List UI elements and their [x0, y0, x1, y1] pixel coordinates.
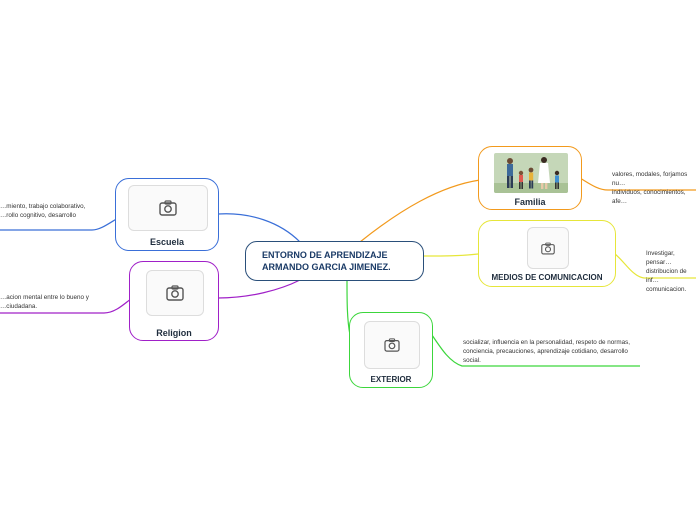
central-topic-title: ENTORNO DE APRENDIZAJE ARMANDO GARCIA JI… [262, 250, 391, 272]
topic-medios-de-comunicacion[interactable]: MEDIOS DE COMUNICACION [478, 220, 616, 287]
exterior-image-placeholder [364, 321, 420, 369]
link-medios-note [614, 253, 696, 279]
topic-escuela[interactable]: Escuela [115, 178, 219, 251]
link-escuela [217, 213, 301, 243]
religion-note: …acion mental entre lo bueno y …ciudadan… [0, 294, 89, 310]
escuela-note: …miento, trabajo colaborativo, …rollo co… [0, 203, 86, 219]
link-exterior-note [431, 334, 640, 367]
topic-familia[interactable]: Familia [478, 146, 582, 210]
link-medios [423, 253, 479, 257]
exterior-note: socializar, influencia en la personalida… [463, 339, 630, 364]
topic-religion[interactable]: Religion [129, 261, 219, 341]
escuela-label: Escuela [149, 237, 185, 247]
topic-exterior[interactable]: EXTERIOR [349, 312, 433, 388]
link-religion-note [0, 297, 133, 314]
medios-note: Investigar, pensar… distribucion de inf…… [646, 250, 687, 293]
medios-image-placeholder [527, 227, 569, 269]
religion-image-placeholder [146, 270, 204, 316]
family-illustration [494, 153, 568, 193]
camera-icon [541, 242, 555, 254]
religion-label: Religion [156, 328, 192, 338]
familia-label: Familia [514, 197, 546, 207]
familia-note: valores, modales, forjamos nu… individuo… [612, 171, 688, 205]
medios-label: MEDIOS DE COMUNICACION [491, 273, 603, 282]
exterior-label: EXTERIOR [370, 375, 412, 384]
link-religion [217, 279, 301, 299]
link-familia-note [579, 177, 696, 191]
camera-icon [159, 200, 177, 216]
camera-icon [384, 338, 400, 352]
escuela-image-placeholder [128, 185, 208, 231]
central-topic[interactable]: ENTORNO DE APRENDIZAJE ARMANDO GARCIA JI… [245, 241, 424, 281]
camera-icon [166, 285, 184, 301]
link-familia [359, 179, 481, 243]
link-escuela-note [0, 217, 119, 231]
